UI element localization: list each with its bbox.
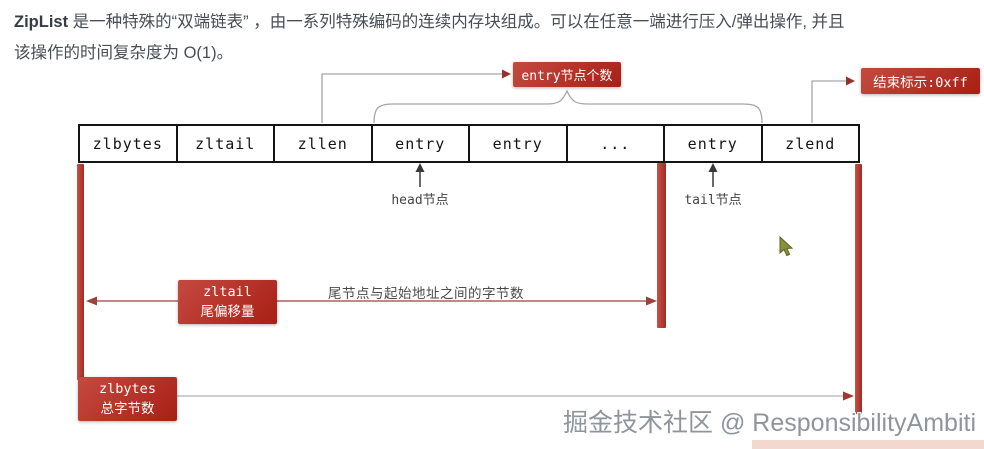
table-cell-zlend: zlend <box>785 134 836 153</box>
zltail-label-name: zltail <box>203 284 252 300</box>
table-cell-zllen: zllen <box>275 126 373 161</box>
table-cell-zlbytes: zlbytes <box>80 126 178 161</box>
end-marker-label-text: 结束标示:0xff <box>873 75 968 91</box>
table-cell-ellipsis: ... <box>568 126 665 161</box>
zlbytes-label-desc: 总字节数 <box>100 401 155 417</box>
keyword-ziplist: ZipList <box>14 13 69 31</box>
head-node-arrowhead-icon <box>415 163 425 172</box>
mouse-cursor-icon <box>779 235 794 257</box>
end-address-bar <box>855 164 862 414</box>
zltail-span-left-arrowhead-icon <box>86 296 97 306</box>
table-cell-entry-2: entry <box>470 126 568 161</box>
tail-offset-bar <box>657 163 666 328</box>
intro-paragraph: ZipList 是一种特殊的“双端链表” ，由一系列特殊编码的连续内存块组成。可… <box>14 7 970 69</box>
start-address-bar <box>77 164 84 380</box>
tail-node-arrowhead-icon <box>708 163 718 172</box>
zlend-connector-line <box>811 80 847 123</box>
head-node-caption: head节点 <box>391 193 449 208</box>
intro-line2: 该操作的时间复杂度为 O(1)。 <box>14 44 234 62</box>
zlbytes-span-arrowhead-icon <box>843 391 854 401</box>
entry-count-label-text: entry节点个数 <box>521 69 613 84</box>
zltail-label: zltail 尾偏移量 <box>178 280 277 324</box>
zllen-connector-line <box>321 73 503 123</box>
zlend-connector-arrowhead-icon <box>846 76 855 86</box>
ziplist-structure-table: zlbytes zltail zllen entry entry ... ent… <box>78 124 860 163</box>
zlbytes-label: zlbytes 总字节数 <box>78 377 177 421</box>
zlbytes-label-name: zlbytes <box>99 381 156 397</box>
entries-brace <box>373 89 763 124</box>
zltail-label-desc: 尾偏移量 <box>200 304 255 320</box>
zllen-connector-arrowhead-icon <box>502 69 511 79</box>
zltail-arrow-caption: 尾节点与起始地址之间的字节数 <box>328 286 524 301</box>
table-cell-entry-1: entry <box>373 126 470 161</box>
zltail-span-right-arrowhead-icon <box>646 296 657 306</box>
table-cell-zltail: zltail <box>178 126 275 161</box>
tail-node-caption: tail节点 <box>684 193 742 208</box>
watermark-text: 掘金技术社区 @ ResponsibilityAmbiti <box>563 409 976 437</box>
intro-line1: 是一种特殊的“双端链表” ，由一系列特殊编码的连续内存块组成。可以在任意一端进行… <box>68 13 845 31</box>
bottom-pink-bar <box>752 440 984 449</box>
entry-count-label: entry节点个数 <box>513 62 621 87</box>
table-cell-entry-n: entry <box>665 126 763 161</box>
end-marker-label: 结束标示:0xff <box>861 68 980 94</box>
